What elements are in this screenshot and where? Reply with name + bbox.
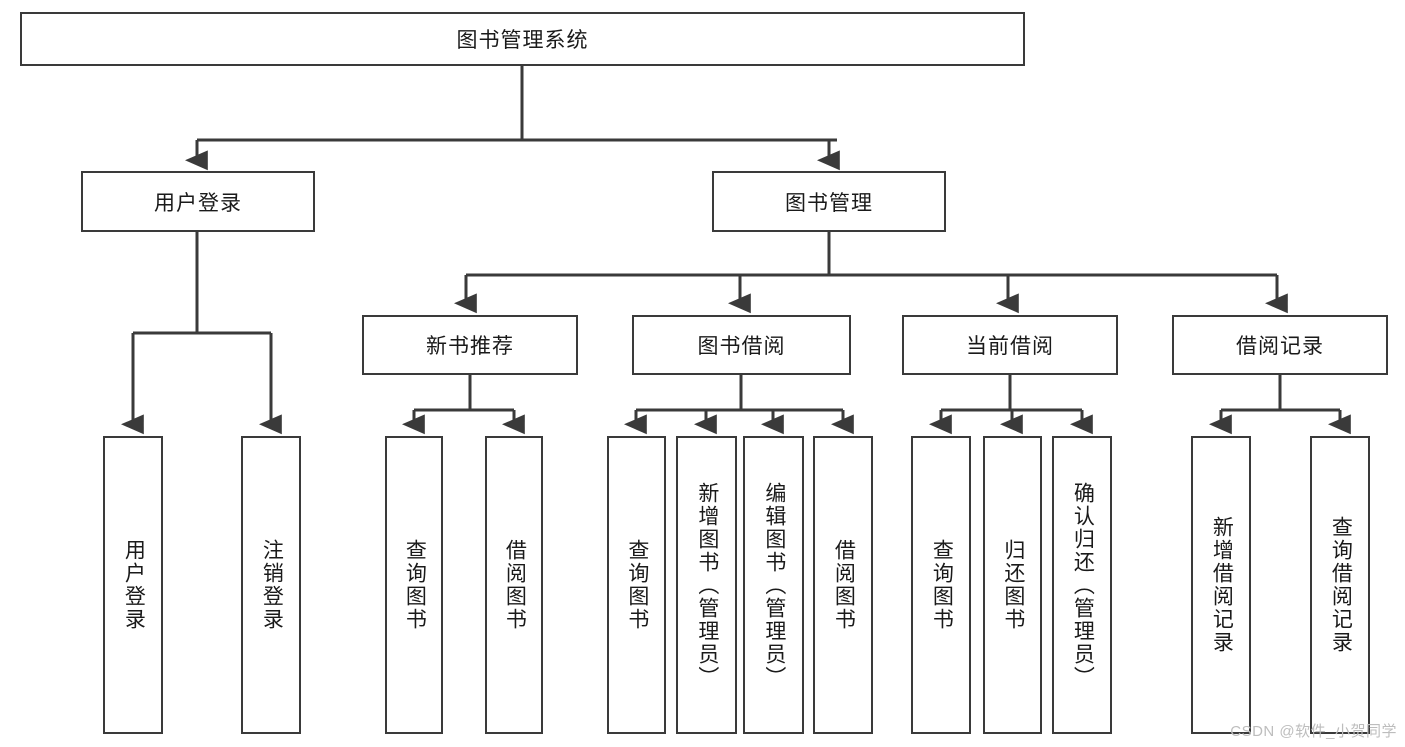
node-new-book-rec[interactable]: 新书推荐 bbox=[362, 315, 578, 375]
node-leaf-add-book-label: 新增图书（管理员） bbox=[695, 481, 719, 689]
node-borrow-record-label: 借阅记录 bbox=[1236, 335, 1324, 358]
node-leaf-logout[interactable]: 注销登录 bbox=[241, 436, 301, 734]
node-leaf-return-book[interactable]: 归还图书 bbox=[983, 436, 1042, 734]
node-new-book-rec-label: 新书推荐 bbox=[426, 335, 514, 358]
node-root-label: 图书管理系统 bbox=[456, 29, 589, 52]
node-leaf-add-record[interactable]: 新增借阅记录 bbox=[1191, 436, 1251, 734]
node-leaf-query-book-2-label: 查询图书 bbox=[625, 539, 649, 631]
node-leaf-query-record-label: 查询借阅记录 bbox=[1329, 516, 1353, 654]
node-leaf-query-book-3-label: 查询图书 bbox=[930, 539, 954, 631]
node-leaf-query-book-1[interactable]: 查询图书 bbox=[385, 436, 443, 734]
node-borrow-record[interactable]: 借阅记录 bbox=[1172, 315, 1388, 375]
node-leaf-edit-book[interactable]: 编辑图书（管理员） bbox=[743, 436, 804, 734]
node-leaf-return-book-label: 归还图书 bbox=[1001, 539, 1025, 631]
node-current-borrow[interactable]: 当前借阅 bbox=[902, 315, 1118, 375]
node-user-login-label: 用户登录 bbox=[154, 191, 242, 215]
node-book-manage-label: 图书管理 bbox=[785, 191, 873, 215]
node-leaf-add-record-label: 新增借阅记录 bbox=[1210, 516, 1234, 654]
node-leaf-edit-book-label: 编辑图书（管理员） bbox=[762, 481, 786, 689]
node-root[interactable]: 图书管理系统 bbox=[20, 12, 1025, 66]
node-leaf-query-record[interactable]: 查询借阅记录 bbox=[1310, 436, 1370, 734]
node-book-borrow[interactable]: 图书借阅 bbox=[632, 315, 851, 375]
node-leaf-confirm-return-label: 确认归还（管理员） bbox=[1071, 481, 1095, 689]
node-leaf-confirm-return[interactable]: 确认归还（管理员） bbox=[1052, 436, 1112, 734]
node-book-manage[interactable]: 图书管理 bbox=[712, 171, 946, 232]
node-leaf-borrow-book-1-label: 借阅图书 bbox=[503, 539, 527, 631]
node-leaf-user-login[interactable]: 用户登录 bbox=[103, 436, 163, 734]
node-book-borrow-label: 图书借阅 bbox=[697, 335, 786, 358]
node-leaf-borrow-book-2-label: 借阅图书 bbox=[832, 539, 856, 631]
node-leaf-query-book-1-label: 查询图书 bbox=[403, 539, 427, 631]
node-leaf-add-book[interactable]: 新增图书（管理员） bbox=[676, 436, 737, 734]
node-leaf-borrow-book-2[interactable]: 借阅图书 bbox=[813, 436, 873, 734]
node-leaf-borrow-book-1[interactable]: 借阅图书 bbox=[485, 436, 543, 734]
node-current-borrow-label: 当前借阅 bbox=[966, 335, 1054, 358]
node-leaf-query-book-3[interactable]: 查询图书 bbox=[911, 436, 971, 734]
csdn-watermark: CSDN @软件_小贺同学 bbox=[1230, 723, 1397, 740]
node-leaf-query-book-2[interactable]: 查询图书 bbox=[607, 436, 666, 734]
node-leaf-user-login-label: 用户登录 bbox=[122, 539, 146, 631]
node-leaf-logout-label: 注销登录 bbox=[260, 539, 284, 631]
node-user-login[interactable]: 用户登录 bbox=[81, 171, 315, 232]
